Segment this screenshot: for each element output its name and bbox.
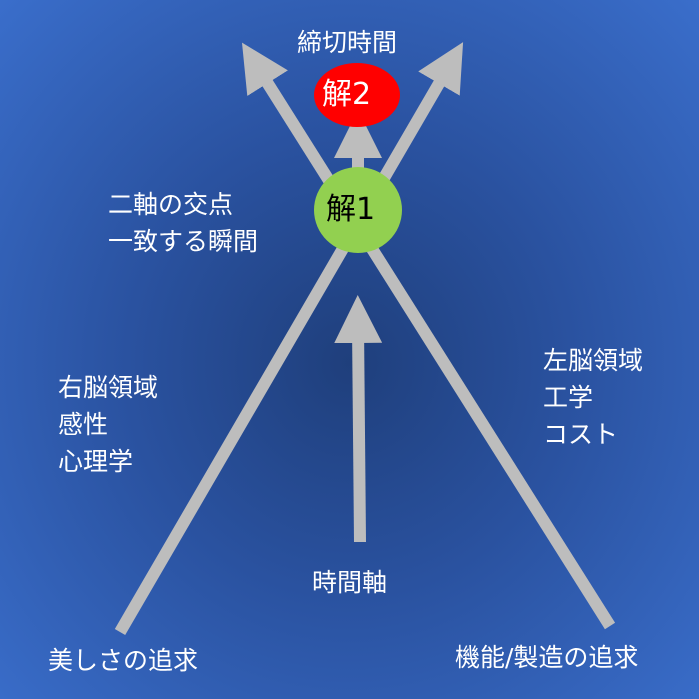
solution2-label: 解2	[322, 77, 372, 112]
left-brain-line-3: コスト	[543, 420, 619, 449]
solution1-circle	[314, 167, 402, 253]
right-brain-line-1: 右脳領域	[58, 373, 159, 402]
time-axis-label: 時間軸	[312, 568, 388, 597]
left-brain-label: 左脳領域 工学 コスト	[543, 342, 643, 453]
beauty-label: 美しさの追求	[48, 646, 199, 675]
left-brain-line-2: 工学	[543, 383, 594, 412]
right-brain-line-2: 感性	[58, 410, 109, 439]
function-label: 機能/製造の追求	[455, 643, 639, 672]
solution2-circle	[314, 63, 400, 127]
right-brain-label: 右脳領域 感性 心理学	[58, 369, 158, 480]
intersection-label: 二軸の交点 一致する瞬間	[108, 186, 258, 260]
deadline-label: 締切時間	[297, 28, 398, 57]
left-brain-line-1: 左脳領域	[543, 346, 644, 375]
intersection-line-1: 二軸の交点	[108, 190, 234, 219]
function-axis-arrow	[241, 42, 616, 630]
intersection-line-2: 一致する瞬間	[108, 227, 259, 256]
time-axis-arrow	[334, 295, 383, 543]
beauty-axis-arrow	[114, 42, 464, 636]
solution1-label: 解1	[326, 192, 376, 227]
right-brain-line-3: 心理学	[58, 447, 134, 476]
